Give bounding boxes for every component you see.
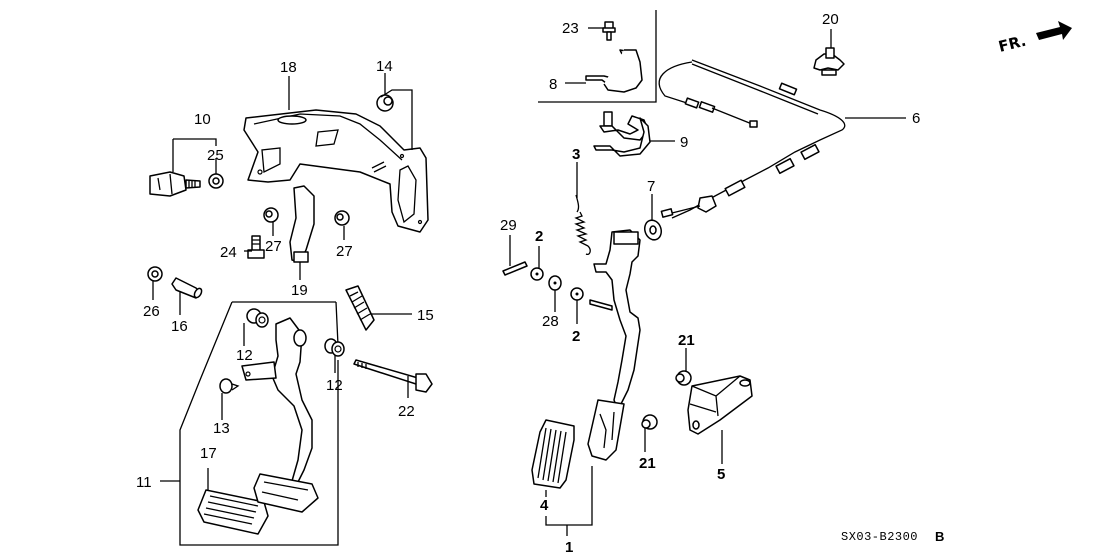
part-24-bolt	[247, 235, 265, 259]
callout-27-left: 27	[265, 238, 282, 255]
callout-19: 19	[291, 282, 308, 299]
callout-8: 8	[549, 76, 557, 93]
part-16-pin	[171, 277, 203, 299]
part-6-cable	[658, 59, 846, 219]
part-29-pin	[502, 261, 528, 276]
callout-16: 16	[171, 318, 188, 335]
callout-4: 4	[540, 497, 549, 514]
callout-23: 23	[562, 20, 579, 37]
part-1-accelerator-pedal	[587, 229, 641, 461]
part-13-stopper	[219, 378, 240, 394]
callout-10: 10	[194, 111, 211, 128]
part-19-bracket	[289, 185, 315, 263]
callout-25: 25	[207, 147, 224, 164]
callout-2-upper: 2	[535, 228, 543, 245]
part-18-pedal-bracket	[243, 109, 429, 233]
part-20-clip	[813, 47, 845, 76]
callout-11: 11	[136, 474, 152, 491]
callout-21-lower: 21	[639, 455, 656, 472]
brake-pedal-lower-pad	[253, 473, 319, 513]
callout-labels: 1 2 2 3 4 5 6 7 8 9 10 11 12 12 13 14 15…	[136, 11, 920, 554]
part-9-bracket	[593, 111, 651, 157]
callout-24: 24	[220, 244, 237, 261]
callout-14: 14	[376, 58, 393, 75]
part-22-bolt	[353, 359, 433, 393]
part-27-nut-right	[334, 210, 350, 226]
part-8-bracket	[585, 49, 643, 93]
callout-29: 29	[500, 217, 517, 234]
callout-1: 1	[565, 539, 573, 554]
callout-18: 18	[280, 59, 297, 76]
callout-28: 28	[542, 313, 559, 330]
figure-code: SX03-B2300 B	[841, 529, 944, 544]
brake-pedal-arm	[241, 317, 313, 489]
part-2-washer-lower	[570, 287, 584, 301]
part-25-nut	[208, 173, 224, 189]
callout-12-right: 12	[326, 377, 343, 394]
part-4-pedal-pad	[531, 419, 575, 489]
callout-9: 9	[680, 134, 688, 151]
part-11-group-frame	[179, 301, 339, 546]
part-15-spring	[345, 285, 375, 331]
part-27-nut-left	[263, 207, 279, 223]
callout-3: 3	[572, 146, 580, 163]
part-26-nut	[147, 266, 163, 282]
callout-27-right: 27	[336, 243, 353, 260]
part-10-switch	[149, 171, 201, 197]
part-3-spring	[574, 194, 591, 256]
part-21-nut-lower	[641, 414, 658, 430]
part-5-bracket	[687, 375, 753, 435]
part-12-bushing-right	[324, 338, 345, 357]
part-21-nut-upper	[675, 370, 692, 386]
figure-code-text: SX03-B2300	[841, 530, 918, 544]
callout-17: 17	[200, 445, 217, 462]
front-direction-indicator: FR.	[997, 21, 1072, 56]
part-12-bushing-left	[246, 308, 269, 328]
callout-12-left: 12	[236, 347, 253, 364]
part-28-washer	[548, 275, 562, 291]
callout-26: 26	[143, 303, 160, 320]
callout-7: 7	[647, 178, 655, 195]
callout-2-lower: 2	[572, 328, 580, 345]
inset-frame	[538, 10, 657, 103]
callout-22: 22	[398, 403, 415, 420]
part-23-bolt	[602, 21, 616, 41]
figure-code-suffix: B	[935, 529, 944, 544]
part-7-washer	[643, 219, 663, 241]
part-2-washer-upper	[530, 267, 544, 281]
callout-15: 15	[417, 307, 434, 324]
callout-20: 20	[822, 11, 839, 28]
callout-6: 6	[912, 110, 920, 127]
leader-lines	[152, 27, 906, 536]
callout-5: 5	[717, 466, 725, 483]
fr-label: FR.	[997, 32, 1028, 56]
callout-13: 13	[213, 420, 230, 437]
arrow-right-icon	[1036, 21, 1072, 40]
part-14-plug	[376, 94, 394, 112]
callout-21-upper: 21	[678, 332, 695, 349]
